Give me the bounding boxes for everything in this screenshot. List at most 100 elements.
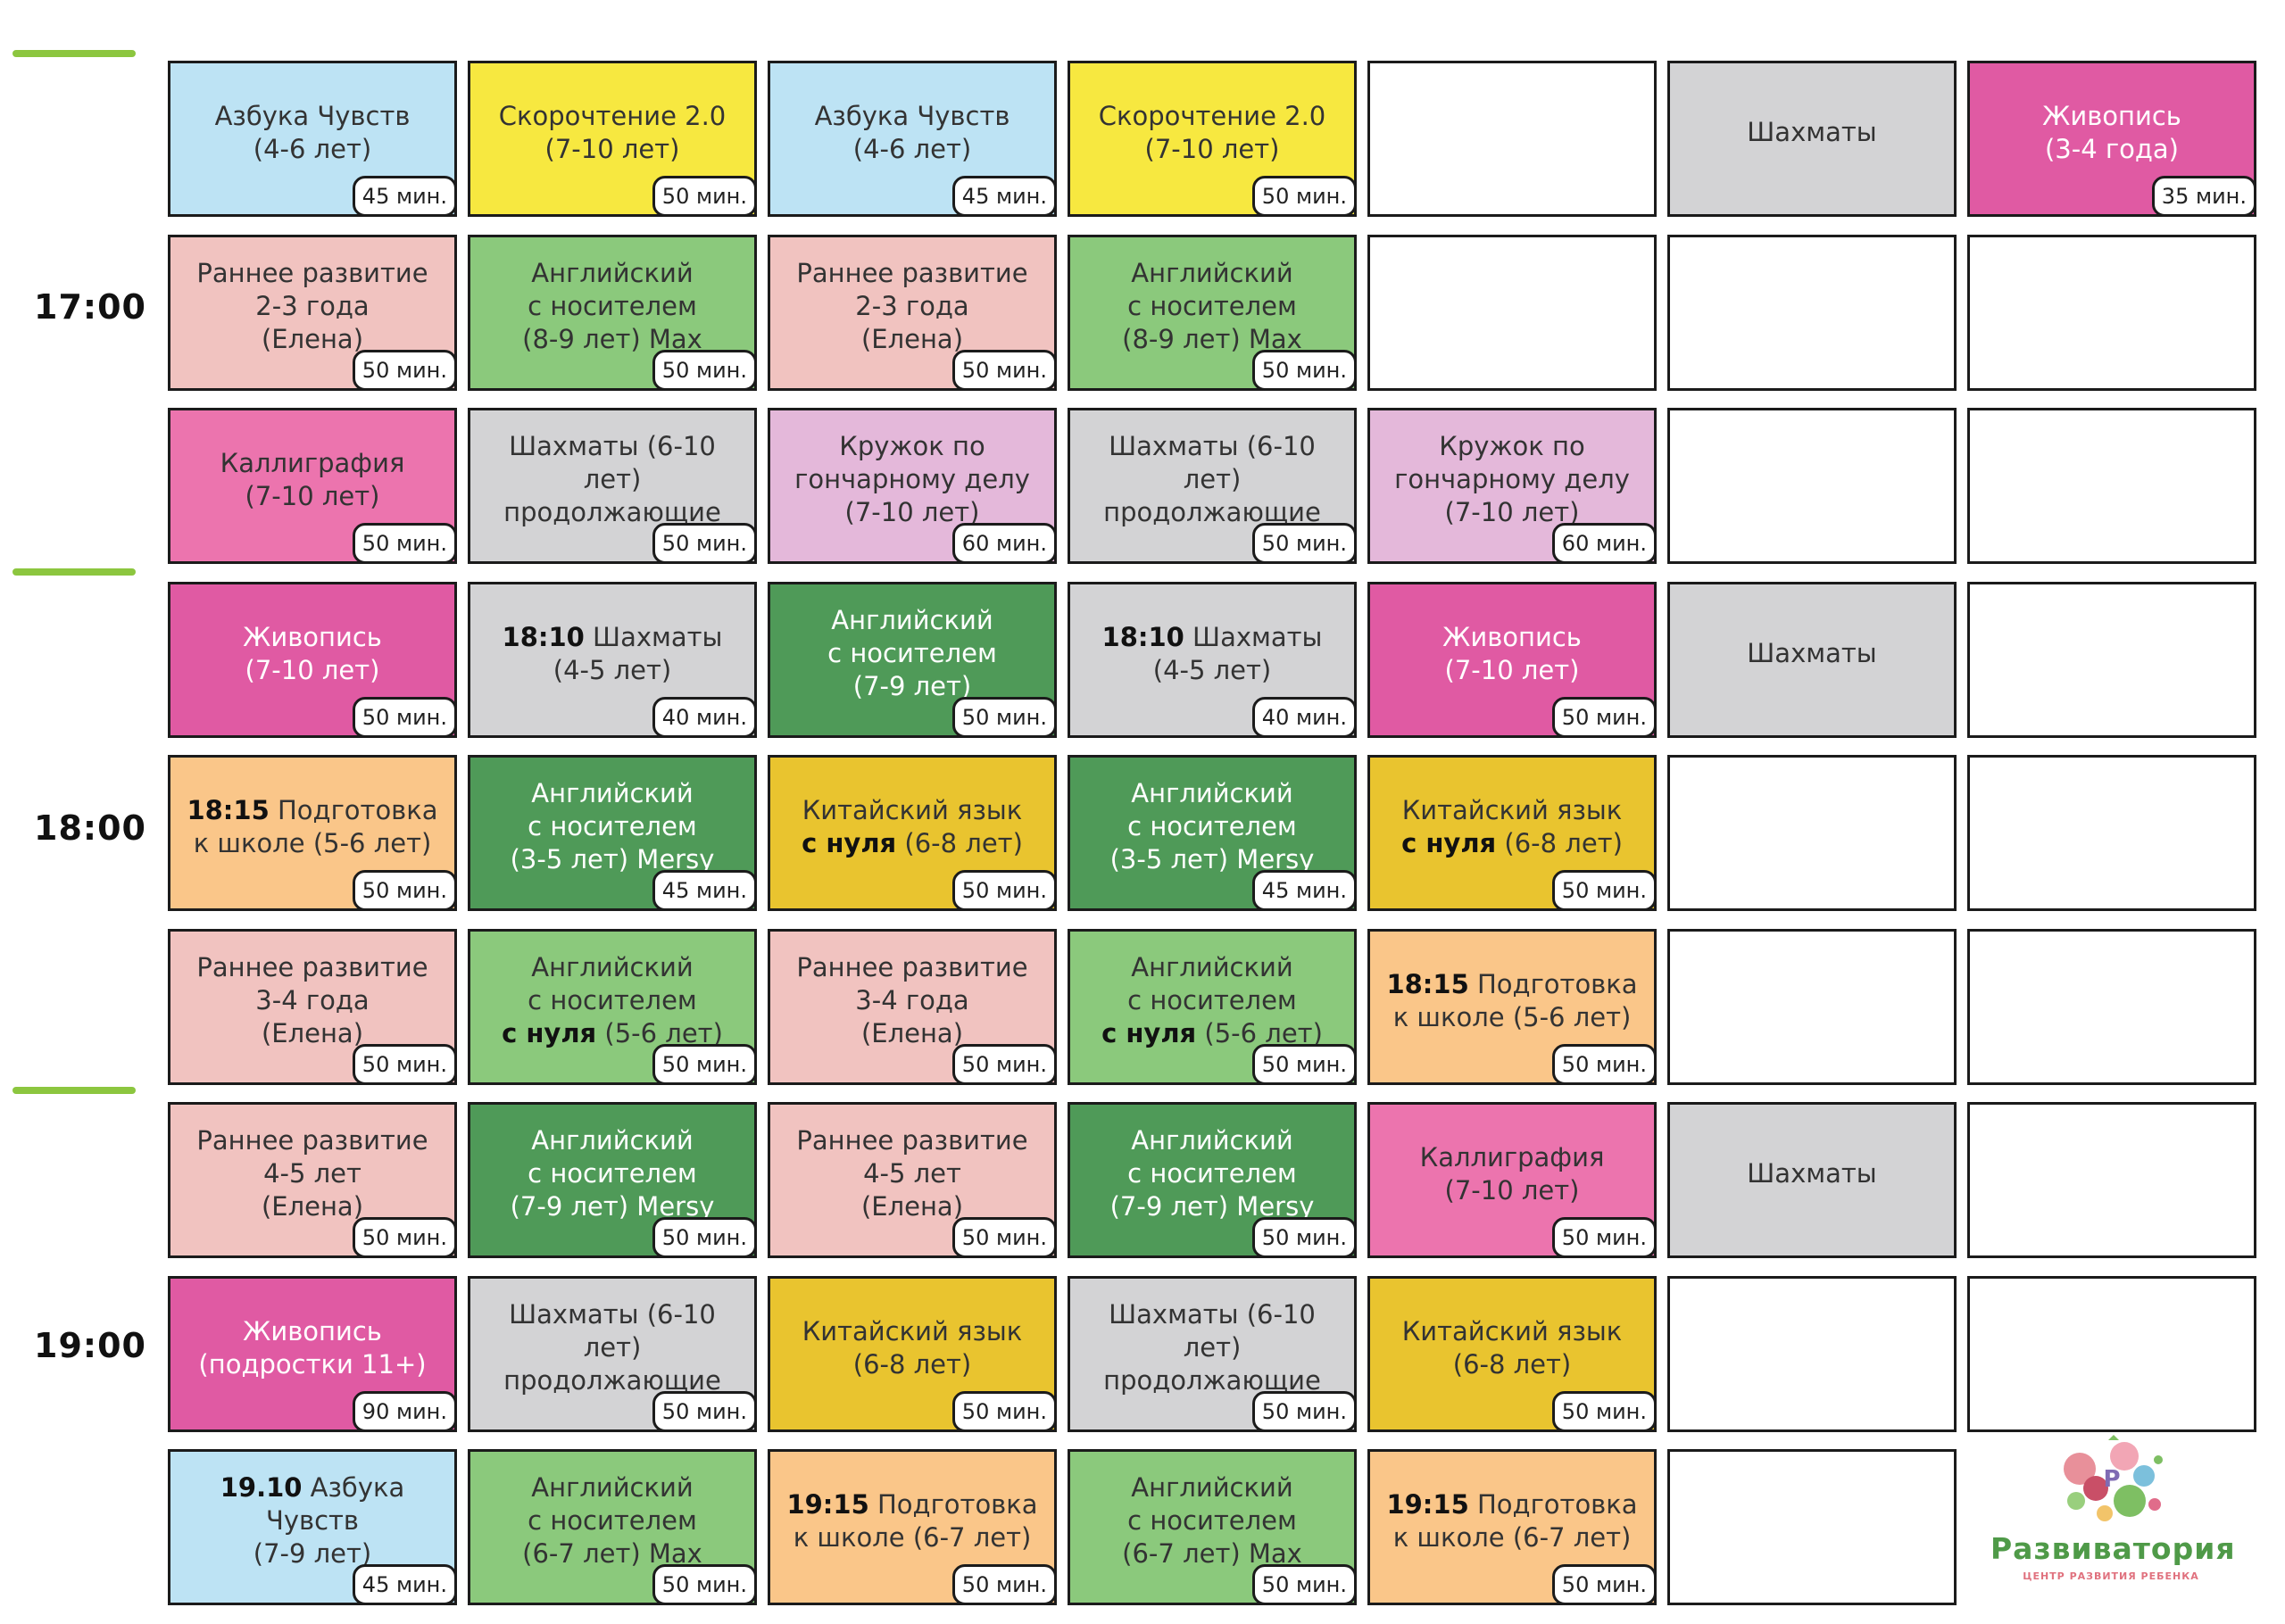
- class-cell: Английский с носителем с нуля (5-6 лет)5…: [468, 929, 757, 1085]
- duration-badge: 50 мин.: [1551, 1044, 1657, 1085]
- class-title: Азбука Чувств (4-6 лет): [215, 100, 411, 166]
- class-cell: [1667, 1449, 1957, 1605]
- class-title: Раннее развитие 4-5 лет (Елена): [196, 1124, 428, 1223]
- class-text: Раннее развитие 4-5 лет (Елена): [796, 1125, 1028, 1222]
- duration-badge: 50 мин.: [1251, 350, 1357, 391]
- class-title: Китайский язык (6-8 лет): [802, 1315, 1023, 1381]
- class-cell: [1967, 1276, 2256, 1432]
- class-text: Живопись (подростки 11+): [198, 1315, 427, 1380]
- duration-badge: 45 мин.: [951, 176, 1057, 217]
- duration-badge: 50 мин.: [1551, 1217, 1657, 1258]
- duration-badge: 50 мин.: [1251, 1044, 1357, 1085]
- class-text: Английский с носителем (8-9 лет) Max: [1122, 258, 1302, 354]
- duration-badge: 45 мин.: [652, 870, 757, 911]
- class-text: Шахматы: [1747, 1158, 1877, 1189]
- class-text: Скорочтение 2.0 (7-10 лет): [498, 100, 727, 164]
- duration-badge: 50 мин.: [1251, 1391, 1357, 1432]
- time-label-18: 18:00: [34, 808, 146, 848]
- class-start-time: 18:15: [187, 794, 270, 825]
- class-cell: Живопись (7-10 лет)50 мин.: [168, 582, 457, 738]
- class-text: Английский с носителем (3-5 лет) Mersy: [510, 778, 715, 874]
- class-cell: Кружок по гончарному делу (7-10 лет)60 м…: [1367, 408, 1657, 564]
- class-cell: Каллиграфия (7-10 лет) 50 мин.: [1367, 1102, 1657, 1258]
- class-level: с нуля: [802, 827, 897, 858]
- class-title: Шахматы: [1747, 1157, 1876, 1190]
- duration-badge: 50 мин.: [1251, 176, 1357, 217]
- class-text: Английский с носителем (3-5 лет) Mersy: [1109, 778, 1315, 874]
- class-start-time: 19.10: [220, 1472, 303, 1503]
- class-text: Живопись (7-10 лет): [1442, 621, 1582, 685]
- class-cell: [1967, 1102, 2256, 1258]
- class-title: Каллиграфия (7-10 лет): [220, 447, 405, 513]
- class-title: Скорочтение 2.0 (7-10 лет): [499, 100, 727, 166]
- class-start-time: 18:10: [502, 621, 585, 652]
- class-cell: Скорочтение 2.0 (7-10 лет)50 мин.: [1068, 61, 1357, 217]
- class-cell: [1667, 235, 1957, 391]
- class-cell: 18:10 Шахматы (4-5 лет)40 мин.: [1068, 582, 1357, 738]
- class-text: Шахматы (4-5 лет): [1152, 621, 1323, 685]
- class-title: 19:15 Подготовка к школе (6-7 лет): [1386, 1488, 1637, 1554]
- duration-badge: 50 мин.: [352, 1217, 457, 1258]
- duration-badge: 50 мин.: [652, 1217, 757, 1258]
- class-cell: Раннее развитие 3-4 года (Елена)50 мин.: [768, 929, 1057, 1085]
- class-title: Английский с носителем (3-5 лет) Mersy: [1110, 777, 1315, 876]
- class-cell: [1967, 929, 2256, 1085]
- duration-badge: 60 мин.: [1551, 523, 1657, 564]
- class-cell: Раннее развитие 3-4 года (Елена)50 мин.: [168, 929, 457, 1085]
- class-cell: Английский с носителем с нуля (5-6 лет)5…: [1068, 929, 1357, 1085]
- time-label-17: 17:00: [34, 287, 146, 327]
- class-cell: Живопись (3-4 года)35 мин.: [1967, 61, 2256, 217]
- class-title: Китайский язык с нуля (6-8 лет): [802, 794, 1023, 860]
- class-cell: Китайский язык (6-8 лет)50 мин.: [1367, 1276, 1657, 1432]
- class-cell: [1367, 61, 1657, 217]
- class-cell: 18:15 Подготовка к школе (5-6 лет)50 мин…: [1367, 929, 1657, 1085]
- duration-badge: 40 мин.: [652, 697, 757, 738]
- class-text: Китайский язык (6-8 лет): [802, 1315, 1023, 1380]
- class-level: с нуля: [1101, 1018, 1197, 1048]
- class-cell: Азбука Чувств (4-6 лет)45 мин.: [168, 61, 457, 217]
- class-text: Каллиграфия (7-10 лет): [1419, 1141, 1605, 1206]
- class-text: Раннее развитие 2-3 года (Елена): [796, 258, 1028, 354]
- class-cell: [1367, 235, 1657, 391]
- class-cell: Каллиграфия (7-10 лет)50 мин.: [168, 408, 457, 564]
- time-divider: [12, 568, 136, 576]
- class-title: Английский с носителем (8-9 лет) Max: [1122, 257, 1302, 356]
- duration-badge: 60 мин.: [951, 523, 1057, 564]
- class-cell: [1667, 929, 1957, 1085]
- class-title: Раннее развитие 2-3 года (Елена): [196, 257, 428, 356]
- class-cell: [1967, 755, 2256, 911]
- class-title: Кружок по гончарному делу (7-10 лет): [1394, 430, 1630, 529]
- class-text: Английский с носителем (8-9 лет) Max: [522, 258, 702, 354]
- class-title: Английский с носителем (8-9 лет) Max: [522, 257, 702, 356]
- class-text: Подготовка к школе (6-7 лет): [793, 1488, 1038, 1553]
- time-divider: [12, 1087, 136, 1094]
- class-text: Подготовка к школе (5-6 лет): [193, 794, 438, 858]
- class-cell: [1967, 408, 2256, 564]
- class-cell: Шахматы: [1667, 582, 1957, 738]
- class-title: Раннее развитие 3-4 года (Елена): [196, 951, 428, 1050]
- class-text: Подготовка к школе (6-7 лет): [1392, 1488, 1638, 1553]
- class-title: Английский с носителем (3-5 лет) Mersy: [511, 777, 715, 876]
- class-text: Азбука Чувств (4-6 лет): [814, 100, 1010, 164]
- class-cell: Шахматы: [1667, 61, 1957, 217]
- class-cell: [1667, 408, 1957, 564]
- class-text: Раннее развитие 3-4 года (Елена): [196, 952, 428, 1048]
- duration-badge: 50 мин.: [951, 697, 1057, 738]
- class-title: 18:15 Подготовка к школе (5-6 лет): [187, 794, 437, 860]
- duration-badge: 50 мин.: [652, 176, 757, 217]
- class-title: Кружок по гончарному делу (7-10 лет): [794, 430, 1030, 529]
- duration-badge: 50 мин.: [652, 1044, 757, 1085]
- class-text: Китайский язык (6-8 лет): [1401, 1315, 1623, 1380]
- class-title: Шахматы (6-10 лет) продолжающие: [1079, 1298, 1345, 1397]
- duration-badge: 50 мин.: [352, 870, 457, 911]
- class-title: Каллиграфия (7-10 лет): [1420, 1141, 1605, 1207]
- class-start-time: 19:15: [1386, 1488, 1469, 1520]
- class-cell: Английский с носителем (7-9 лет)50 мин.: [768, 582, 1057, 738]
